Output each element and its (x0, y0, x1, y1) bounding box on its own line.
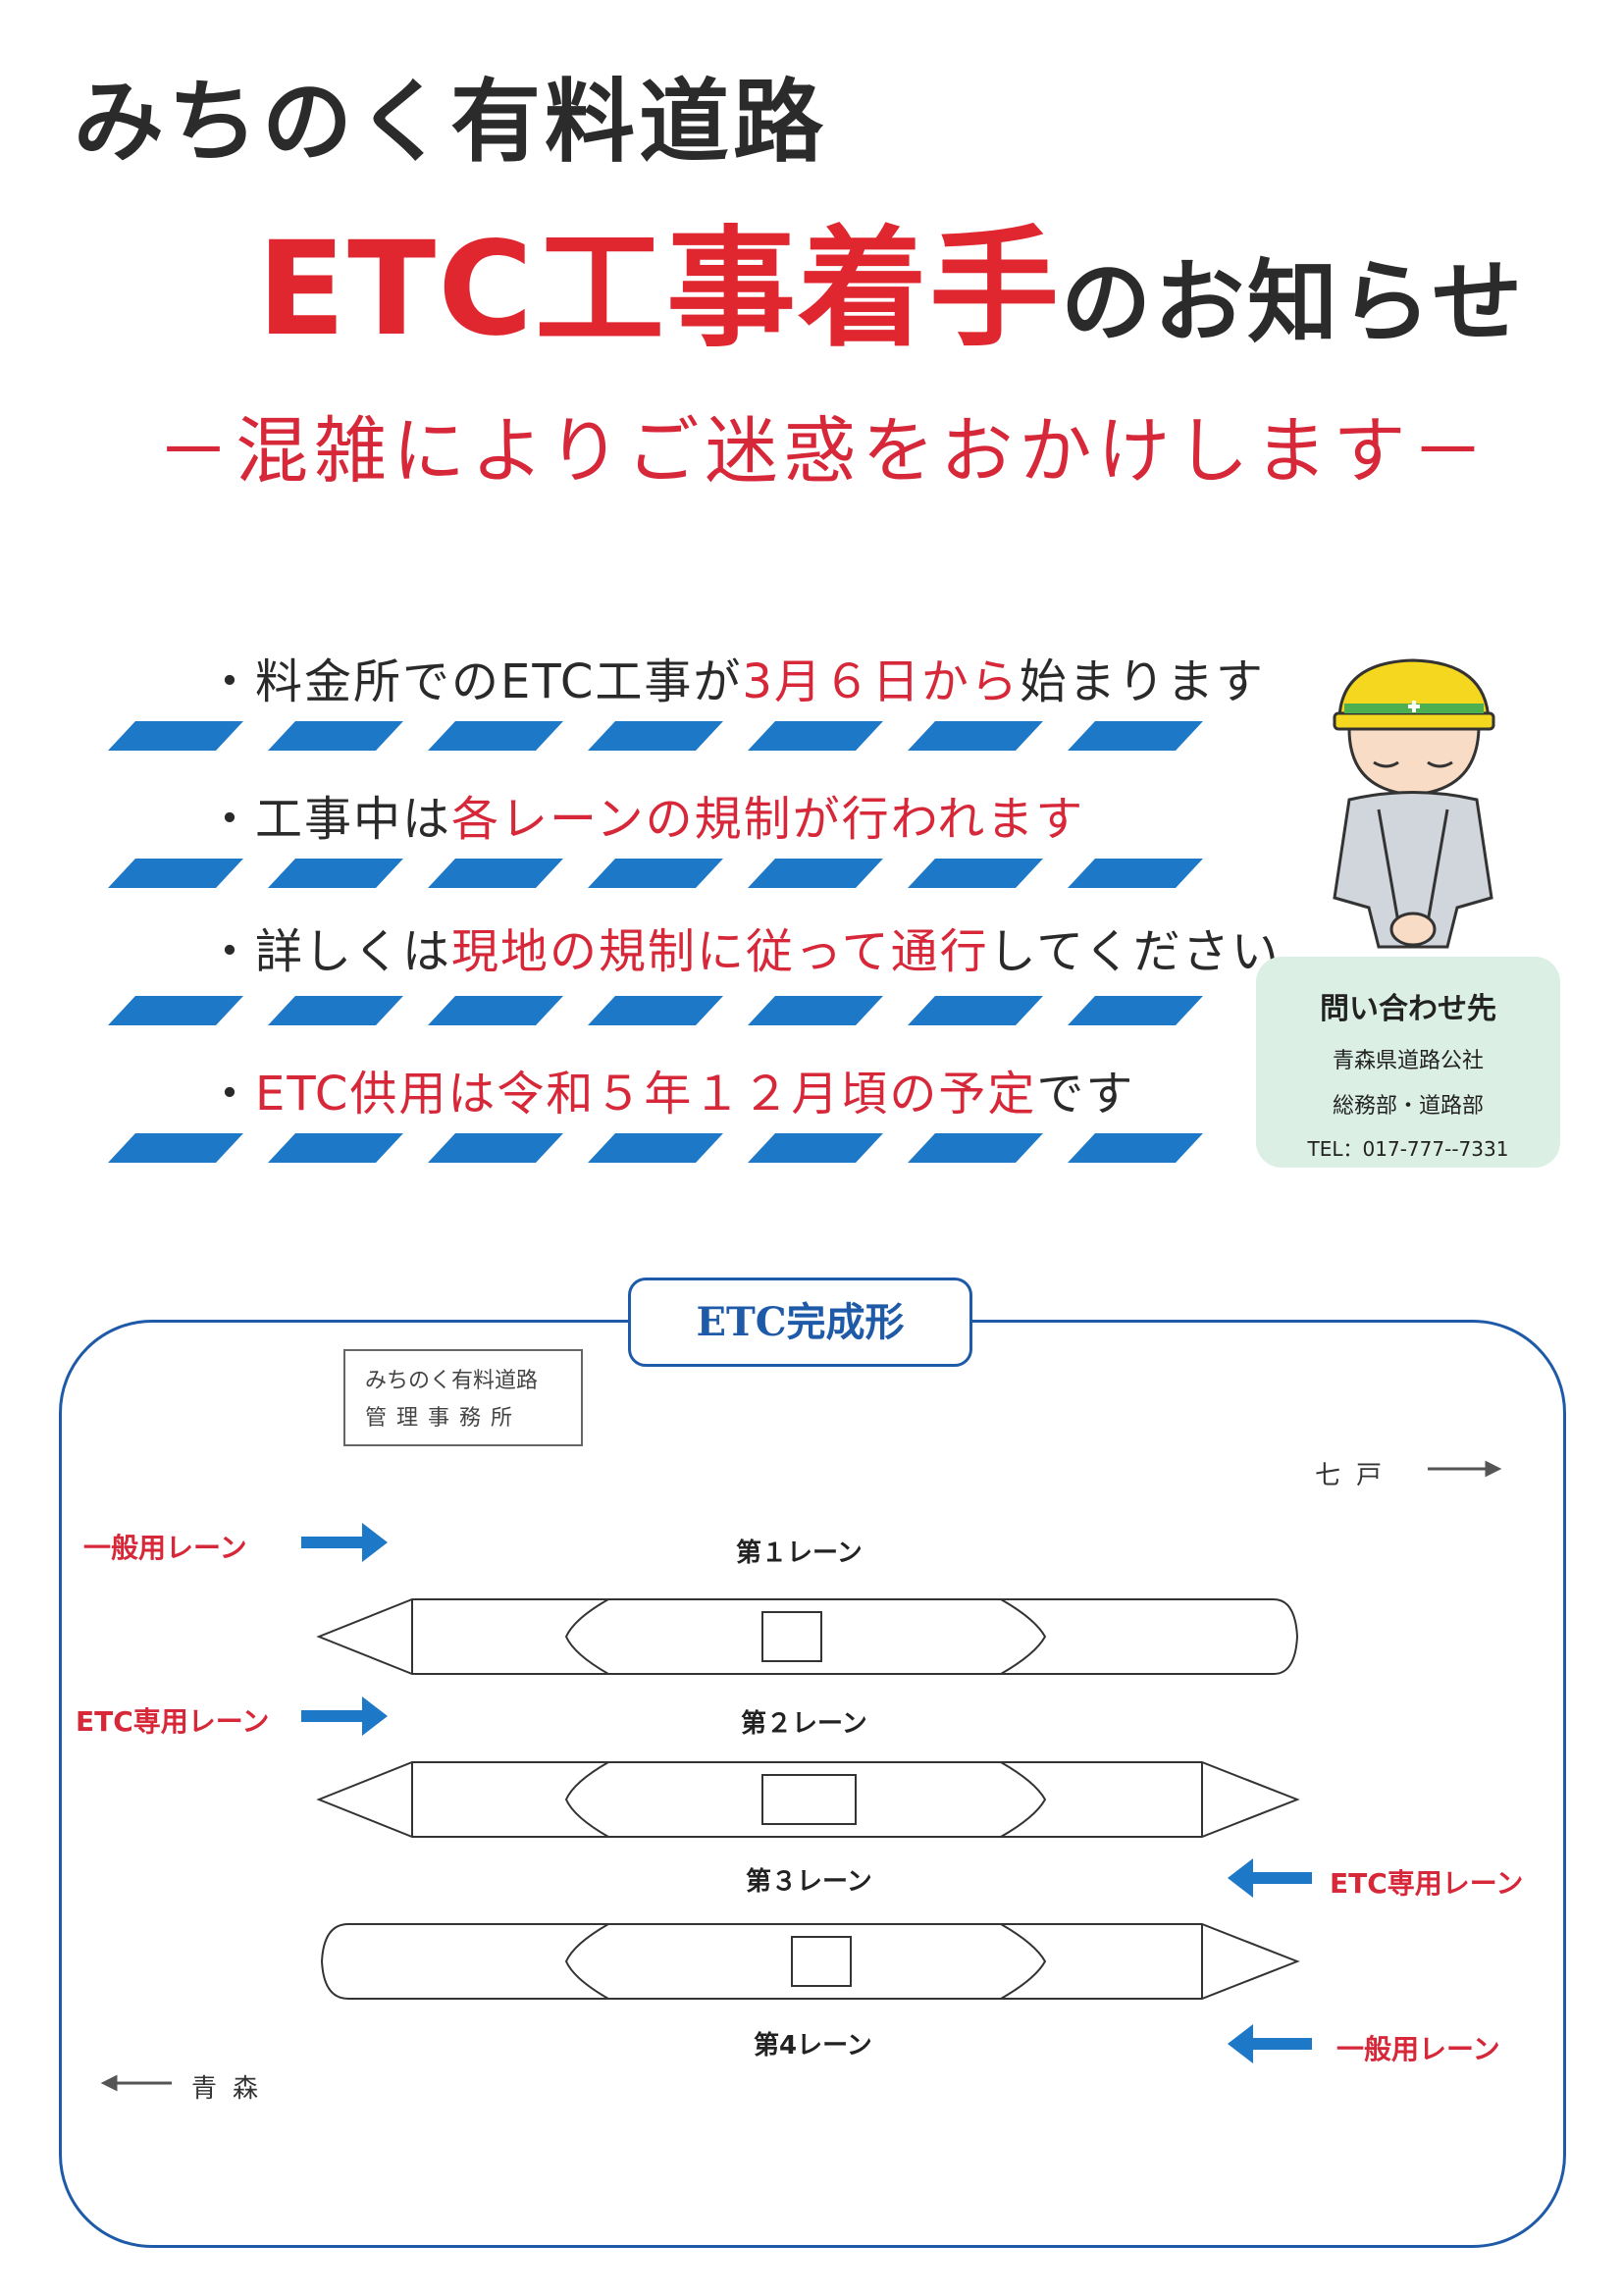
stripe-segment (748, 1133, 883, 1163)
contact-tel: TEL：017-777--7331 (1307, 1137, 1509, 1161)
office-name: みちのく有料道路 (365, 1369, 539, 1393)
side-label-etc-lane3: ETC専用レーン (1330, 1867, 1524, 1900)
stripe-segment (268, 996, 403, 1025)
lane-label-2: 第２レーン (741, 1709, 867, 1739)
stripe-divider (108, 1133, 1203, 1163)
bullet-text: です (1036, 1067, 1135, 1122)
stripe-segment (108, 859, 243, 888)
side-label-general-lane4: 一般用レーン (1336, 2033, 1500, 2065)
side-label-general-lane1: 一般用レーン (83, 1532, 247, 1564)
stripe-segment (908, 996, 1043, 1025)
lane-label-1: 第１レーン (736, 1539, 863, 1568)
contact-box: 問い合わせ先 青森県道路公社 総務部・道路部 TEL：017-777--7331 (1256, 957, 1560, 1168)
stripe-segment (268, 859, 403, 888)
stripe-segment (428, 721, 563, 751)
stripe-segment (588, 1133, 723, 1163)
bullet-text: ・工事中は (206, 792, 452, 847)
stripe-segment (908, 859, 1043, 888)
stripe-segment (1068, 859, 1203, 888)
stripe-segment (108, 1133, 243, 1163)
stripe-segment (428, 996, 563, 1025)
bullet-item: ・詳しくは現地の規制に従って通行してください (206, 913, 1281, 981)
direction-label-aomori: 青森 (191, 2074, 275, 2104)
bullet-text: ・料金所でのETC工事が (206, 654, 743, 709)
office-subtitle: 管理事務所 (365, 1406, 523, 1431)
stripe-segment (1068, 721, 1203, 751)
stripe-segment (268, 721, 403, 751)
bullet-highlight: 現地の規制に従って通行 (451, 924, 989, 979)
stripe-segment (108, 996, 243, 1025)
bullet-text: ・ (206, 1067, 256, 1122)
bullet-item: ・工事中は各レーンの規制が行われます (206, 780, 1084, 849)
bullet-highlight: ETC供用は令和５年１２月頃の予定 (255, 1067, 1037, 1122)
bowing-worker-illustration (1333, 658, 1495, 949)
stripe-segment (588, 996, 723, 1025)
stripe-divider (108, 859, 1203, 888)
stripe-segment (428, 859, 563, 888)
subtitle: －混雑によりご迷惑をおかけします－ (157, 409, 1491, 494)
stripe-segment (268, 1133, 403, 1163)
stripe-segment (908, 721, 1043, 751)
stripe-segment (428, 1133, 563, 1163)
page-title: みちのく有料道路 (74, 70, 828, 175)
bullet-text: ・詳しくは (206, 924, 452, 979)
bullet-text: してください (988, 924, 1281, 979)
stripe-segment (588, 721, 723, 751)
office-box: みちのく有料道路 管理事務所 (343, 1349, 583, 1446)
lane-label-3: 第３レーン (746, 1867, 872, 1897)
stripe-segment (1068, 1133, 1203, 1163)
bullet-highlight: 3月６日から (742, 654, 1020, 709)
side-label-etc-lane2: ETC専用レーン (76, 1705, 270, 1738)
stripe-segment (1068, 996, 1203, 1025)
direction-label-shichinohe: 七戸 (1315, 1461, 1398, 1490)
stripe-segment (748, 721, 883, 751)
bullet-text: 始まります (1019, 654, 1265, 709)
contact-dept: 総務部・道路部 (1332, 1094, 1484, 1119)
contact-org: 青森県道路公社 (1332, 1049, 1484, 1073)
diagram-title: ETC完成形 (628, 1278, 972, 1367)
stripe-segment (588, 859, 723, 888)
bullet-item: ・ETC供用は令和５年１２月頃の予定です (206, 1055, 1134, 1123)
notice-title: ETC工事着手のお知らせ (257, 184, 1525, 372)
lane-label-4: 第4レーン (754, 2031, 872, 2061)
bullet-highlight: 各レーンの規制が行われます (451, 792, 1085, 847)
stripe-segment (908, 1133, 1043, 1163)
stripe-divider (108, 996, 1203, 1025)
notice-title-main: ETC工事着手 (257, 214, 1062, 365)
stripe-divider (108, 721, 1203, 751)
stripe-segment (748, 859, 883, 888)
contact-heading: 問い合わせ先 (1320, 992, 1496, 1026)
stripe-segment (108, 721, 243, 751)
notice-title-suffix: のお知らせ (1061, 250, 1526, 355)
bullet-item: ・料金所でのETC工事が3月６日から始まります (206, 643, 1265, 711)
stripe-segment (748, 996, 883, 1025)
